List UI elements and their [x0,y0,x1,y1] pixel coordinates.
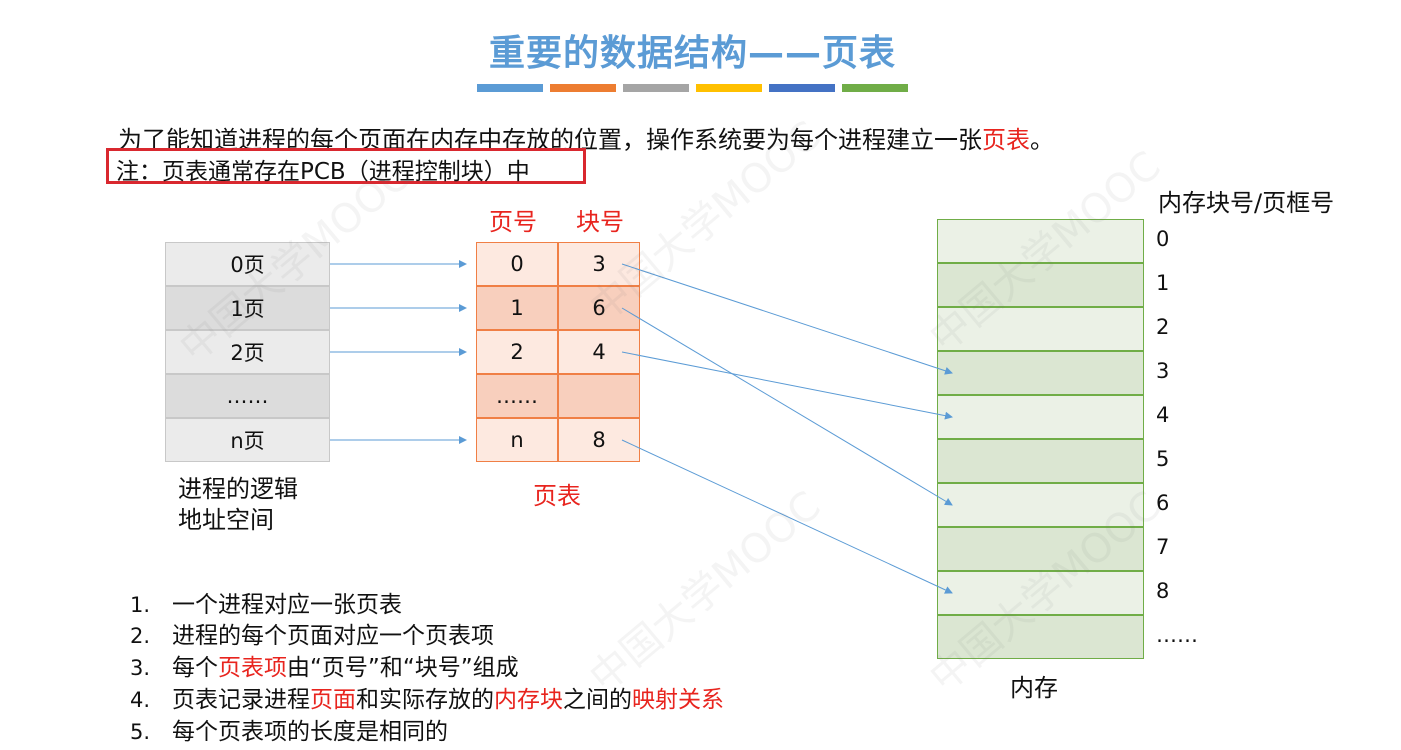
block-to-frame-arrow [621,263,953,375]
page-table-block-cell: 8 [558,418,640,462]
list-item-highlight: 页表项 [218,655,287,681]
memory-block [937,439,1144,483]
memory-frame-number: 5 [1156,447,1170,471]
list-item-number: 1. [130,593,151,617]
list-item-highlight: 内存块 [494,687,563,713]
memory-frame-number: …… [1156,623,1198,647]
note-highlight-box [106,148,586,184]
title-color-bar [550,84,616,92]
page-table-block-cell: 3 [558,242,640,286]
list-item-text: 之间的 [563,687,632,713]
page-table-block-cell: 4 [558,330,640,374]
logical-page-row: 0页 [165,242,330,286]
memory-frame-number: 6 [1156,491,1170,515]
page-table-header-page: 页号 [489,208,537,236]
list-item: 2. 进程的每个页面对应一个页表项 [130,616,494,650]
list-item-number: 5. [130,720,151,744]
memory-frame-number: 3 [1156,359,1170,383]
page-title: 重要的数据结构——页表 [488,33,896,74]
logical-space-label-line1: 进程的逻辑 [178,475,298,503]
logical-page-row: 1页 [165,286,330,330]
list-item-text: 一个进程对应一张页表 [172,592,402,618]
block-to-frame-arrow [621,439,953,594]
title-color-bar [623,84,689,92]
page-table-page-cell: 2 [476,330,558,374]
list-item-number: 2. [130,624,151,648]
memory-block [937,307,1144,351]
page-table-page-cell: 1 [476,286,558,330]
memory-frame-number: 2 [1156,315,1170,339]
intro-text-after: 。 [1030,126,1054,154]
list-item-highlight: 页面 [310,687,356,713]
memory-frame-number: 8 [1156,579,1170,603]
logical-space-label-line2: 地址空间 [178,506,274,534]
list-item: 1. 一个进程对应一张页表 [130,585,402,619]
logical-page-row: n页 [165,418,330,462]
list-item-text: 由“页号”和“块号”组成 [287,655,519,681]
list-item-text: 和实际存放的 [356,687,494,713]
list-item-number: 4. [130,688,151,712]
page-table-page-cell: n [476,418,558,462]
block-to-frame-arrow [621,307,953,506]
memory-frame-number: 0 [1156,227,1170,251]
page-table-header-block: 块号 [576,208,624,236]
memory-block [937,615,1144,659]
title-color-bar [477,84,543,92]
memory-block [937,219,1144,263]
memory-frame-number: 1 [1156,271,1170,295]
title-color-bar [842,84,908,92]
list-item-text: 每个页表项的长度是相同的 [172,719,448,745]
memory-block [937,351,1144,395]
list-item: 4. 页表记录进程页面和实际存放的内存块之间的映射关系 [130,680,724,714]
memory-frame-number: 7 [1156,535,1170,559]
memory-frame-header: 内存块号/页框号 [1158,189,1335,217]
title-color-bar [696,84,762,92]
title-color-bar [769,84,835,92]
memory-block [937,395,1144,439]
list-item: 5. 每个页表项的长度是相同的 [130,712,448,746]
memory-frame-number: 4 [1156,403,1170,427]
list-item: 3. 每个页表项由“页号”和“块号”组成 [130,648,519,682]
intro-highlight: 页表 [982,126,1030,154]
page-table-block-cell [558,374,640,418]
logical-page-row: 2页 [165,330,330,374]
list-item-text: 每个 [172,655,218,681]
list-item-highlight: 映射关系 [632,687,724,713]
list-item-number: 3. [130,656,151,680]
list-item-text: 进程的每个页面对应一个页表项 [172,623,494,649]
page-table-page-cell: 0 [476,242,558,286]
block-to-frame-arrow [621,351,953,420]
note-text: 注：页表通常存在PCB（进程控制块）中 [116,159,530,185]
memory-label: 内存 [1010,674,1058,702]
page-table-label: 页表 [533,482,581,510]
page-table-block-cell: 6 [558,286,640,330]
memory-block [937,571,1144,615]
memory-block [937,527,1144,571]
page-table-page-cell: …… [476,374,558,418]
memory-block [937,483,1144,527]
list-item-text: 页表记录进程 [172,687,310,713]
logical-space-label: 进程的逻辑 地址空间 [178,474,298,536]
memory-block [937,263,1144,307]
logical-page-row: …… [165,374,330,418]
